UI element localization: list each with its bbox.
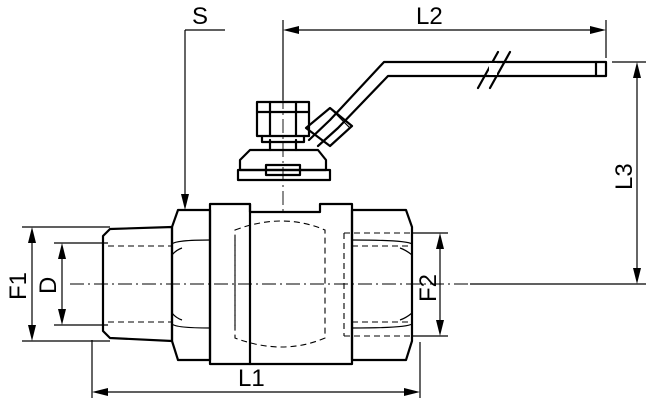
stem-nut (255, 100, 311, 138)
valve-body (101, 202, 420, 366)
handle-break-mark (476, 50, 512, 90)
label-d: D (35, 277, 62, 294)
dimension-l1: L1 (91, 340, 421, 398)
label-s: S (192, 3, 208, 30)
label-f1: F1 (5, 272, 32, 300)
handle-lever (307, 60, 608, 148)
dimension-l2: L2 (282, 3, 607, 100)
label-f2: F2 (415, 274, 442, 302)
label-l3: L3 (611, 163, 638, 190)
dimension-f2: F2 (412, 232, 448, 337)
valve-stem-assembly (236, 50, 608, 182)
left-hex (170, 208, 212, 362)
dimension-l3: L3 (470, 61, 646, 285)
ball-hidden (234, 220, 326, 348)
dimension-s: S (181, 3, 225, 210)
dimension-d: D (35, 242, 108, 326)
dimension-f1: F1 (5, 226, 110, 342)
label-l1: L1 (238, 365, 265, 392)
label-l2: L2 (416, 3, 443, 30)
right-hex (350, 208, 414, 362)
